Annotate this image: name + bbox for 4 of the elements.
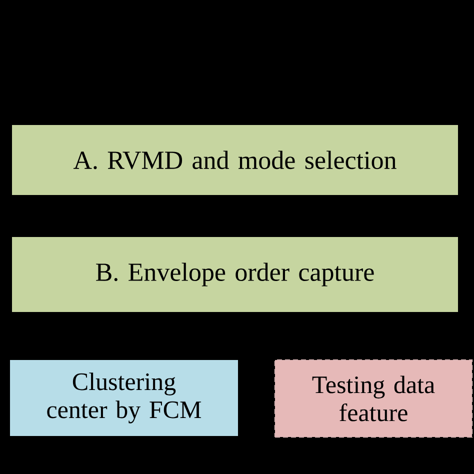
process-box: A. RVMD and mode selection	[12, 125, 458, 195]
process-box: Clustering center by FCM	[10, 360, 238, 436]
process-box: Testing data feature	[274, 359, 473, 438]
process-box: B. Envelope order capture	[12, 237, 458, 312]
